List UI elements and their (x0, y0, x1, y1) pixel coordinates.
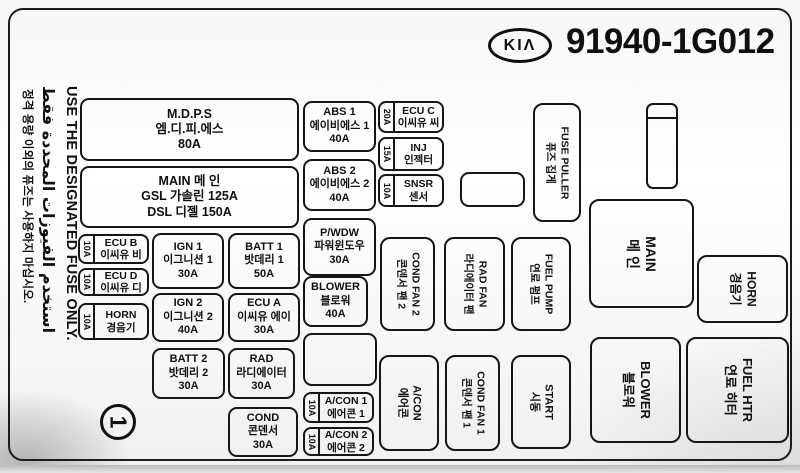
amp-rating: 10A (80, 236, 95, 262)
warning-text-arabic: استخدم الفيوزات المحددة فقط (39, 86, 58, 334)
photo-edge-shadow (0, 465, 800, 473)
kia-logo-text: KIΛ (503, 36, 537, 54)
amp-rating: 10A (380, 176, 395, 205)
warning-text-korean: 정격 용량 이외의 퓨즈는 사용하지 마십시오. (21, 89, 33, 304)
amp-rating: 10A (305, 429, 320, 454)
part-number: 91940-1G012 (566, 22, 775, 61)
kia-logo: KIΛ (488, 28, 552, 63)
amp-rating: 10A (80, 305, 95, 338)
label-border (8, 8, 792, 461)
warning-text-english: USE THE DESIGNATED FUSE ONLY. (63, 86, 79, 341)
amp-rating: 20A (380, 103, 395, 131)
fuse-slot-empty-2 (460, 172, 525, 207)
circled-number-1: 1 (100, 404, 136, 440)
fuse-puller-icon (646, 103, 678, 189)
amp-rating: 15A (380, 139, 395, 169)
fuse-slot-empty-1 (303, 333, 377, 386)
amp-rating: 10A (305, 394, 320, 421)
amp-rating: 10A (80, 270, 95, 294)
